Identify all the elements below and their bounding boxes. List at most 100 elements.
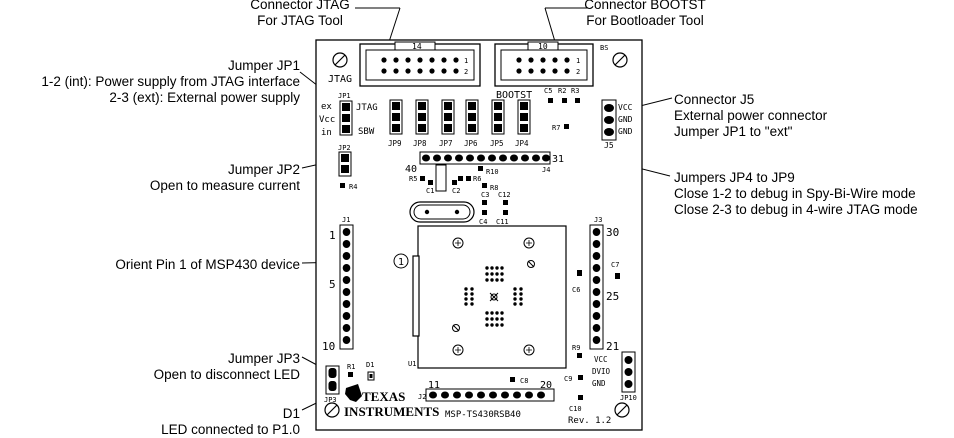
boot-pin1-label: 1 [576, 57, 580, 65]
c6-pad [577, 270, 582, 276]
r8-pad [482, 183, 487, 188]
model-label: MSP-TS430RSB40 [445, 410, 521, 420]
crystal-inner [413, 204, 471, 220]
jumper-jp1 [339, 100, 353, 136]
j3-pin21-label: 21 [606, 340, 619, 353]
c10-pad [578, 395, 583, 400]
r2-label: R2 [558, 87, 566, 95]
revision-label: Rev. 1.2 [568, 416, 611, 426]
c12-label: C12 [498, 191, 511, 199]
r1-label: R1 [347, 363, 355, 371]
jumper-jp9 [389, 99, 403, 135]
j5-gnd1-label: GND [618, 115, 633, 124]
boot-pin-count: 10 [538, 42, 548, 51]
svg-text:TEXAS: TEXAS [362, 389, 405, 404]
jp3-label: JP3 [324, 396, 337, 404]
header-j2 [425, 388, 555, 402]
jp2-label: JP2 [338, 144, 351, 152]
r8-label: R8 [490, 184, 498, 192]
jp1-ex-label: ex [321, 102, 332, 112]
jp10-label: JP10 [620, 394, 637, 402]
r7-label: R7 [552, 124, 560, 132]
c9-label: C9 [564, 375, 572, 383]
c7-pad [615, 273, 620, 279]
j3-pin25-label: 25 [606, 290, 619, 303]
socket-center-mark [489, 292, 499, 302]
jumper-jp4 [517, 99, 531, 135]
svg-text:1: 1 [398, 257, 404, 268]
jp1-vcc-label: Vcc [319, 115, 335, 125]
jp8-label: JP8 [413, 139, 427, 148]
r6-pad-a [458, 176, 463, 181]
r7-pad [564, 124, 569, 129]
sbw-mode-label: SBW [358, 127, 375, 137]
header-j3 [589, 224, 604, 350]
r9-pad [577, 353, 582, 358]
jtag-mode-label: JTAG [356, 103, 378, 113]
qfn-pads [464, 266, 523, 327]
c9-pad [578, 375, 583, 380]
mounting-hole-top-left [332, 52, 348, 68]
jp7-label: JP7 [439, 139, 453, 148]
r5-label: R5 [409, 175, 417, 183]
c11-pad [503, 210, 508, 215]
callout-jp2: Jumper JP2 Open to measure current [149, 162, 300, 193]
r9-label: R9 [572, 344, 580, 352]
callout-jtag-connector: Connector JTAG For JTAG Tool [250, 0, 350, 28]
r2-pad [562, 98, 567, 103]
jtag-silk-label: JTAG [328, 74, 352, 85]
jp5-label: JP5 [490, 139, 504, 148]
c4-label: C4 [479, 218, 487, 226]
jumper-jp10 [621, 351, 636, 393]
r4-pad [340, 183, 345, 188]
r10-pad [478, 166, 483, 171]
j1-pin5-label: 5 [329, 278, 336, 291]
jp4-label: JP4 [515, 139, 529, 148]
jtag-pin1-label: 1 [464, 57, 468, 65]
header-j1 [339, 224, 354, 350]
connector-j5 [601, 99, 617, 141]
ti-logo: TEXAS INSTRUMENTS [344, 384, 439, 419]
c2-pad [452, 180, 457, 185]
leader-jtag-2 [387, 7, 401, 46]
c4-pad [482, 210, 487, 215]
jtag-connector: 14 1 2 [359, 41, 481, 87]
jumper-jp8 [415, 99, 429, 135]
callout-pin1: Orient Pin 1 of MSP430 device [115, 257, 300, 272]
jtag-pin-count: 14 [412, 42, 422, 51]
pin1-edge-marker [412, 255, 420, 337]
jp6-label: JP6 [464, 139, 478, 148]
jumper-jp3 [325, 365, 340, 395]
bootst-silk-label: BOOTST [496, 90, 532, 101]
callout-jp3: Jumper JP3 Open to disconnect LED [153, 351, 300, 382]
j2-pin20-label: 20 [540, 380, 552, 391]
j4-label: J4 [542, 166, 550, 174]
j5-label: J5 [604, 141, 614, 150]
c11-label: C11 [496, 218, 509, 226]
boot-pin2-label: 2 [576, 68, 580, 76]
j5-gnd2-label: GND [618, 127, 633, 136]
mounting-hole-bottom-right [614, 402, 630, 418]
r3-pad [575, 98, 580, 103]
callout-d1: D1 LED connected to P1.0 [161, 406, 300, 437]
u1-label: U1 [408, 360, 416, 368]
d1-label: D1 [366, 361, 374, 369]
callout-jp1: Jumper JP1 1-2 (int): Power supply from … [41, 58, 300, 105]
header-j4 [419, 151, 551, 165]
callout-jp4-jp9: Jumpers JP4 to JP9 Close 1-2 to debug in… [674, 170, 918, 217]
jumper-jp5 [491, 99, 505, 135]
r4-label: R4 [349, 183, 357, 191]
c10-label: C10 [569, 405, 582, 413]
crystal-pin-left [424, 209, 430, 215]
r6-label: R6 [473, 175, 481, 183]
r5-pad [420, 176, 425, 181]
c8-pad [510, 377, 515, 382]
msp430-socket [412, 225, 567, 369]
jp9-label: JP9 [388, 139, 402, 148]
r1-pad [348, 372, 353, 377]
callout-j5: Connector J5 External power connector Ju… [674, 92, 828, 139]
d1-led-die [369, 374, 373, 378]
jumper-jp7 [441, 99, 455, 135]
c3-pad [482, 200, 487, 205]
